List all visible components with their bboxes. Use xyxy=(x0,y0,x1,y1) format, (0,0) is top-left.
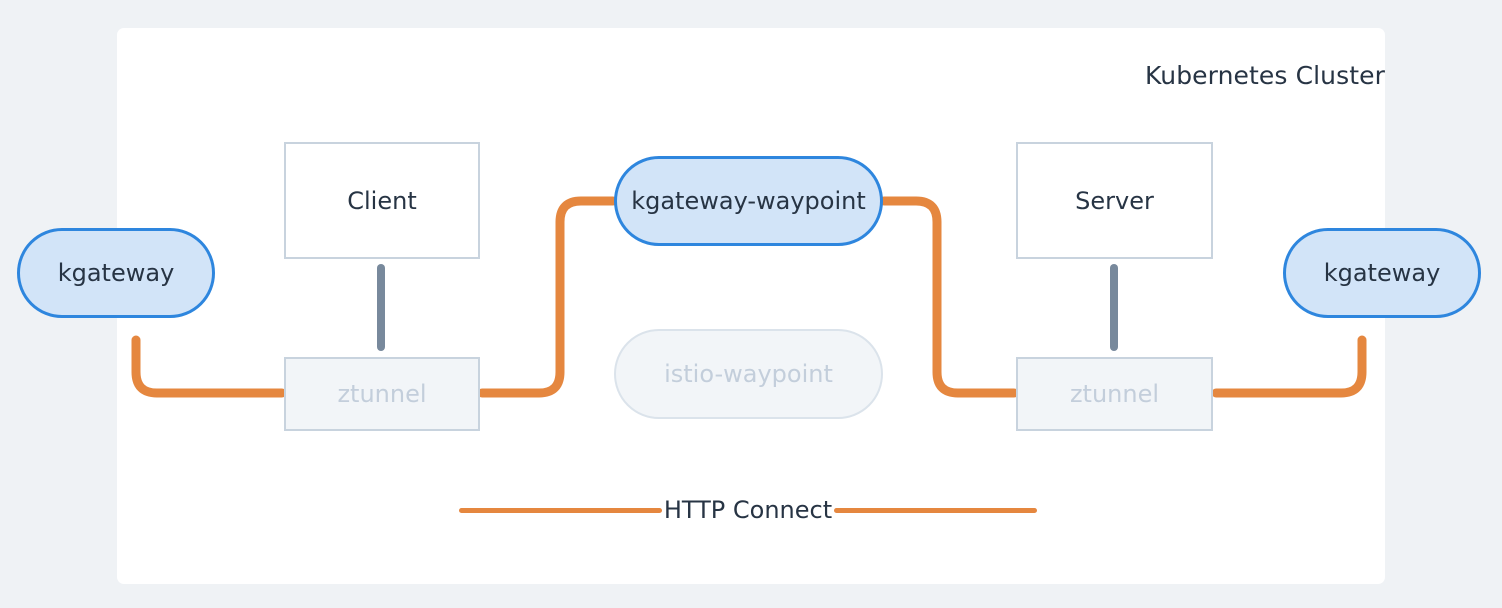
legend-label: HTTP Connect xyxy=(663,496,833,524)
cluster-title: Kubernetes Cluster xyxy=(1145,61,1385,90)
node-label: ztunnel xyxy=(1069,380,1160,408)
node-label: kgateway-waypoint xyxy=(631,187,866,215)
node-istio-waypoint[interactable]: istio-waypoint xyxy=(614,329,883,419)
node-label: kgateway xyxy=(57,259,175,287)
node-label: Server xyxy=(1075,186,1154,215)
node-label: Client xyxy=(347,186,417,215)
node-client[interactable]: Client xyxy=(284,142,480,259)
kubernetes-cluster-panel: Kubernetes Cluster xyxy=(117,28,1385,584)
node-label: kgateway xyxy=(1323,259,1441,287)
node-kgateway-left[interactable]: kgateway xyxy=(17,228,215,318)
legend-line-right xyxy=(834,507,1037,513)
node-kgateway-right[interactable]: kgateway xyxy=(1283,228,1481,318)
legend-http-connect: HTTP Connect xyxy=(459,493,1037,527)
node-server[interactable]: Server xyxy=(1016,142,1213,259)
node-ztunnel-right[interactable]: ztunnel xyxy=(1016,357,1213,431)
node-ztunnel-left[interactable]: ztunnel xyxy=(284,357,480,431)
legend-line-left xyxy=(459,507,662,513)
node-kgateway-waypoint[interactable]: kgateway-waypoint xyxy=(614,156,883,246)
node-label: istio-waypoint xyxy=(664,360,833,388)
node-label: ztunnel xyxy=(337,380,427,408)
